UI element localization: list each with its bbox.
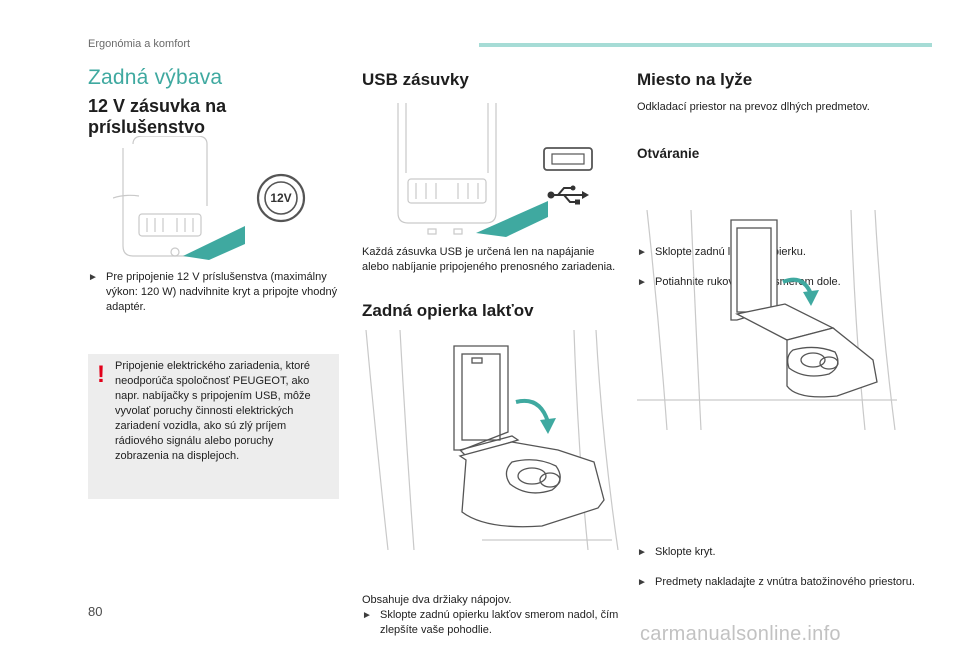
socket-bullet: ► Pre pripojenie 12 V príslušenstva (max… [88,270,356,315]
section-header: Ergonómia a komfort [88,38,191,50]
header-accent-bar [479,43,932,47]
socket-label: 12V [270,191,292,205]
usb-text: Každá zásuvka USB je určená len na napáj… [362,246,616,273]
triangle-right-bullet-icon: ► [637,547,647,558]
ski-hatch-illustration [637,210,899,430]
triangle-right-bullet-icon: ► [637,277,647,288]
usb-icon [546,184,590,206]
ski-heading: Miesto na lyže [637,70,753,89]
after-bullet-2: ► Predmety nakladajte z vnútra batožinov… [637,575,915,590]
socket-heading: 12 V zásuvka na príslušenstvo [88,96,227,137]
exclamation-icon: ! [97,361,105,388]
armrest-bullet: ► Sklopte zadnú opierku lakťov smerom na… [362,608,640,638]
watermark: carmanualsonline.info [640,623,841,645]
warning-text: Pripojenie elektrického zariadenia, ktor… [115,360,311,462]
triangle-right-bullet-icon: ► [362,610,372,621]
socket-illustration [113,136,313,266]
page-title: Zadná výbava [88,66,223,89]
armrest-bullet-text: Sklopte zadnú opierku lakťov smerom nado… [380,609,619,636]
after-bullet-1: ► Sklopte kryt. [637,545,945,560]
armrest-note: Obsahuje dva držiaky nápojov. [362,594,512,606]
armrest-illustration [362,330,622,550]
after-bullet-1-text: Sklopte kryt. [655,546,716,558]
page-number: 80 [88,604,103,619]
triangle-right-bullet-icon: ► [88,272,98,283]
socket-12v-icon [254,169,308,227]
after-bullet-2-text: Predmety nakladajte z vnútra batožinovéh… [655,576,915,588]
usb-heading: USB zásuvky [362,70,469,89]
ski-intro: Odkladací priestor na prevoz dlhých pred… [637,101,870,113]
triangle-right-bullet-icon: ► [637,577,647,588]
socket-bullet-text: Pre pripojenie 12 V príslušenstva (maxim… [106,271,338,313]
usb-illustration [396,103,606,238]
warning-box [88,354,339,499]
armrest-heading: Zadná opierka lakťov [362,301,534,320]
triangle-right-bullet-icon: ► [637,247,647,258]
opening-subheading: Otváranie [637,146,700,161]
